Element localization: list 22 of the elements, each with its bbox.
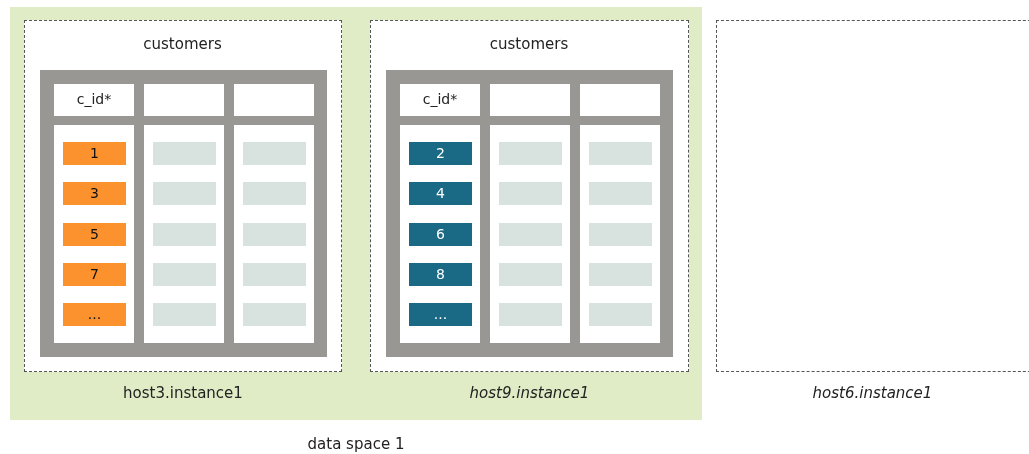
instance-name: host3.instance1 <box>122 384 244 402</box>
id-value-cell: ... <box>409 303 472 327</box>
instance-box <box>370 20 689 372</box>
instance-name: host9.instance1 <box>468 384 591 402</box>
id-value-cell: 2 <box>409 142 472 165</box>
table-name: customers <box>488 35 570 53</box>
instance-box <box>716 20 1029 372</box>
table-name: customers <box>142 35 223 53</box>
instance-name: host6.instance1 <box>811 384 934 402</box>
id-value-cell: ... <box>63 303 126 327</box>
column-name: c_id* <box>75 91 113 107</box>
id-value-cell: 3 <box>63 182 126 206</box>
id-value-cell: 4 <box>409 182 472 206</box>
instance-box <box>24 20 342 372</box>
data-space-title: data space 1 <box>306 435 406 453</box>
id-value-cell: 7 <box>63 262 126 286</box>
id-value-cell: 8 <box>409 262 472 286</box>
column-name: c_id* <box>421 91 459 107</box>
id-value-cell: 6 <box>409 222 472 246</box>
id-value-cell: 5 <box>63 222 126 246</box>
data-space-band <box>10 7 702 420</box>
id-value-cell: 1 <box>63 142 126 165</box>
